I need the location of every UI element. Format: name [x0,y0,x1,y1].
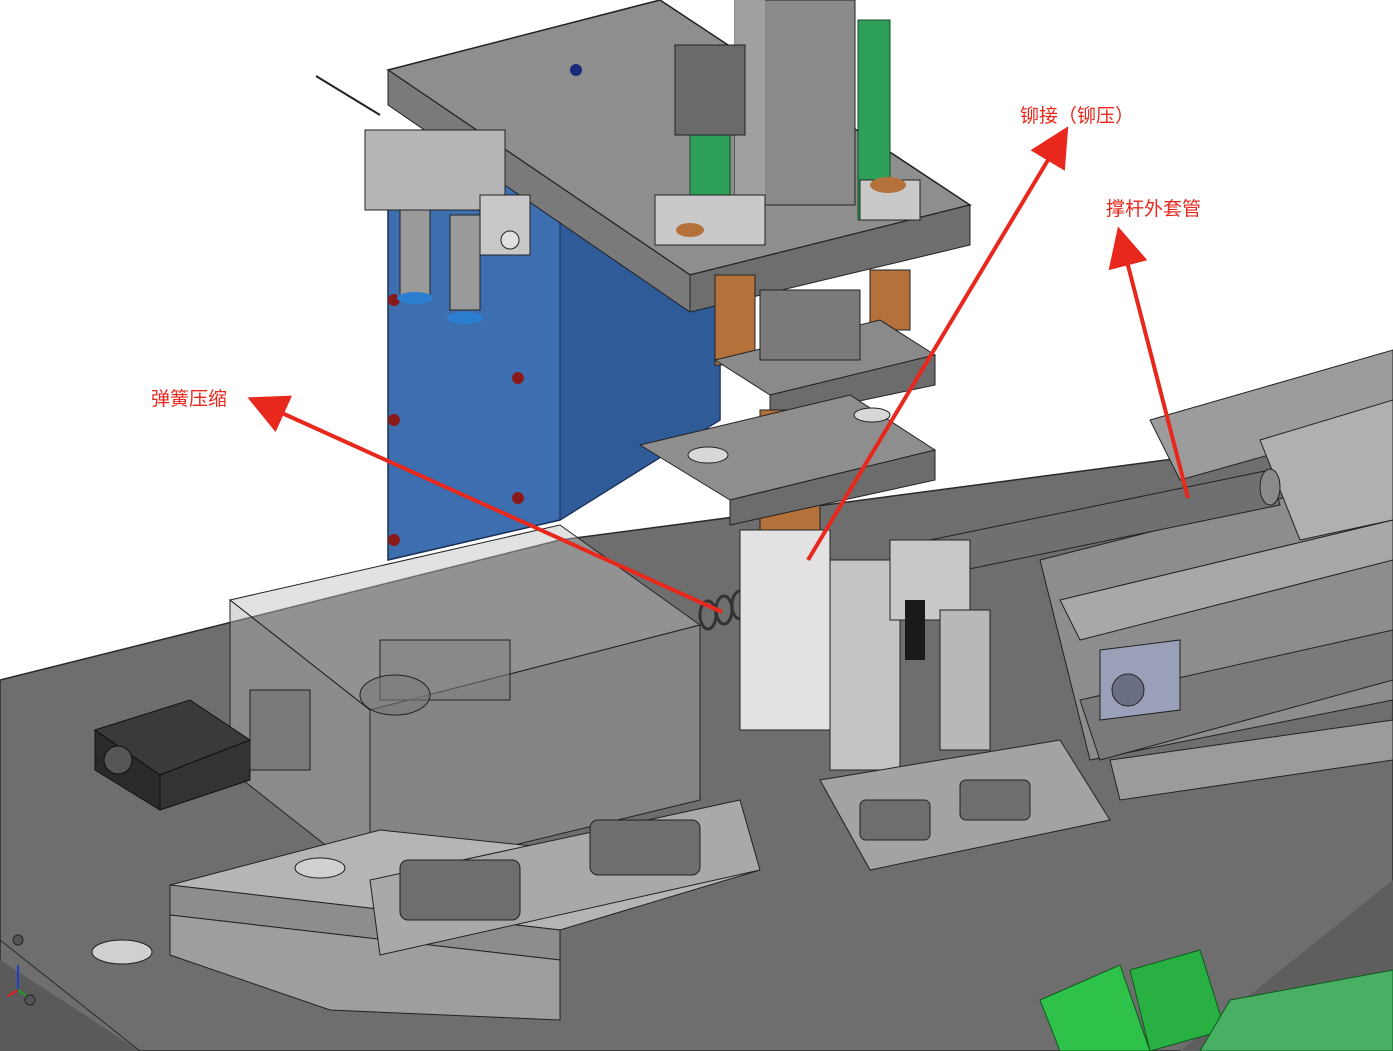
label-spring-compression: 弹簧压缩 [151,388,228,410]
axis-triad-icon [7,965,27,997]
right-rail-module [1039,349,1393,801]
arrow-spring [247,395,723,614]
label-riveting: 铆接（铆压） [1020,105,1135,127]
pneumatic-valves [315,75,531,324]
press-cylinder [654,0,921,246]
label-support-sleeve: 撑杆外套管 [1106,198,1202,220]
riveting-fixture [739,529,991,771]
green-control-buttons [1039,949,1393,1051]
stepper-motor [93,689,311,811]
arrow-rivet [806,126,1069,562]
arrow-sleeve [1108,226,1190,499]
transparent-cover [228,524,702,882]
lower-base [91,739,1111,1021]
annotation-arrows [247,126,1190,614]
